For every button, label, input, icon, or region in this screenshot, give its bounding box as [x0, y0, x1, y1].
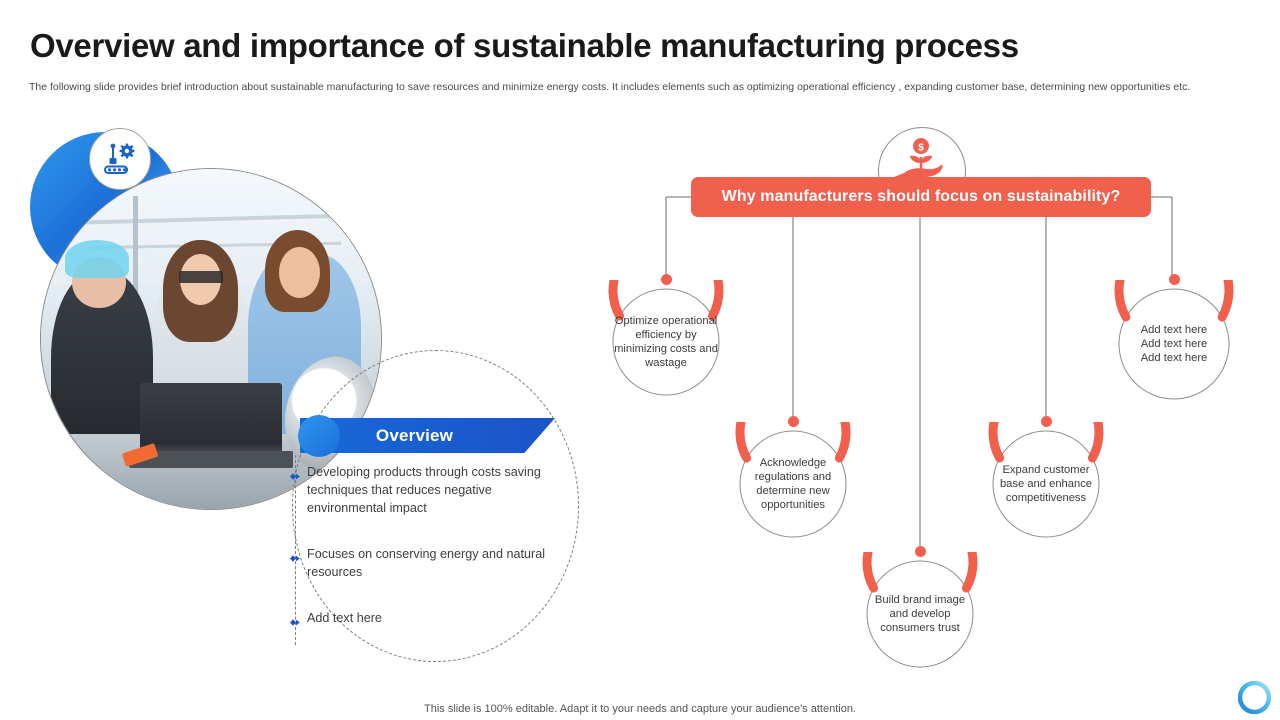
page-subtitle: The following slide provides brief intro…: [29, 81, 1191, 93]
node-label: Build brand image and develop consumers …: [874, 594, 966, 634]
page-title: Overview and importance of sustainable m…: [30, 27, 1019, 64]
node-label: Expand customer base and enhance competi…: [999, 464, 1093, 504]
overview-header-bar: Overview: [300, 418, 555, 453]
node-ring: [735, 422, 851, 538]
banner-question: Why manufacturers should focus on sustai…: [691, 177, 1151, 217]
list-item: Developing products through costs saving…: [290, 463, 552, 517]
node-ring: [862, 552, 978, 668]
node-connector-dot: [660, 274, 672, 285]
node-label: Optimize operational efficiency by minim…: [614, 315, 718, 369]
overview-list: Developing products through costs saving…: [290, 463, 552, 627]
overview-dashed-circle: [292, 350, 579, 662]
list-item-text: Add text here: [307, 611, 382, 625]
list-item-text: Developing products through costs saving…: [307, 465, 541, 515]
node-label: Acknowledge regulations and determine ne…: [754, 457, 832, 511]
robotic-arm-gear-icon: [89, 128, 151, 190]
svg-text:$: $: [918, 143, 924, 154]
node-connector-dot: [914, 546, 926, 557]
node-connector-dot: [1040, 416, 1052, 427]
diamond-bullet-icon: [290, 468, 301, 480]
banner-label: Why manufacturers should focus on sustai…: [721, 188, 1121, 205]
list-item: Focuses on conserving energy and natural…: [290, 545, 552, 581]
connector-lines: [665, 196, 1173, 552]
node-ring: [608, 280, 724, 396]
overview-dashed-line: [295, 455, 296, 645]
sustainability-diagram: $ Why manufacturers should focus on sust…: [590, 120, 1280, 680]
list-item-text: Focuses on conserving energy and natural…: [307, 547, 546, 579]
node-connector-dot: [787, 416, 799, 427]
blue-ring-logo: [1237, 680, 1272, 715]
node-connector-dot: [1168, 274, 1180, 285]
list-item: Add text here: [290, 609, 552, 627]
diamond-bullet-icon: [290, 550, 301, 562]
overview-heading: Overview: [375, 425, 454, 445]
node-label: Add text here Add text here Add text her…: [1140, 324, 1208, 364]
node-ring: [988, 422, 1104, 538]
footer-note: This slide is 100% editable. Adapt it to…: [424, 703, 856, 715]
diamond-bullet-icon: [290, 614, 301, 626]
node-ring: [1114, 280, 1234, 400]
overview-accent-circle: [298, 415, 340, 457]
